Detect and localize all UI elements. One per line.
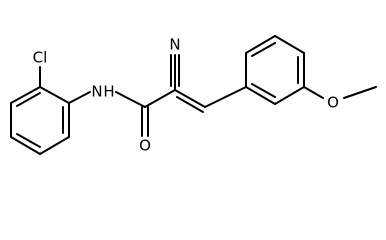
amide-nitrogen-label: N: [91, 83, 102, 101]
alkene-ring-bond: [204, 86, 247, 108]
alkene-double-bond: [174, 89, 206, 113]
carbonyl-double-bond: [141, 106, 149, 137]
ring-ether-oxygen-bond: [303, 86, 324, 99]
amide-hydrogen-label: H: [103, 83, 114, 101]
ether-oxygen-methyl-bond: [343, 86, 377, 99]
carbonyl-oxygen-label: O: [139, 137, 151, 155]
chlorophenyl-ring: [10, 86, 70, 155]
ether-oxygen-label: O: [327, 94, 339, 112]
methoxyphenyl-ring: [245, 35, 305, 105]
chlorine-label: Cl: [33, 49, 48, 67]
nitrile-triple-bond: [170, 54, 180, 91]
chemical-structure: Cl N H O N O: [10, 35, 377, 155]
nitrile-nitrogen-label: N: [169, 36, 180, 54]
nitrogen-carbonyl-bond: [115, 91, 146, 108]
ring-nitrogen-bond: [68, 91, 91, 104]
carbonyl-alpha-bond: [144, 89, 176, 108]
